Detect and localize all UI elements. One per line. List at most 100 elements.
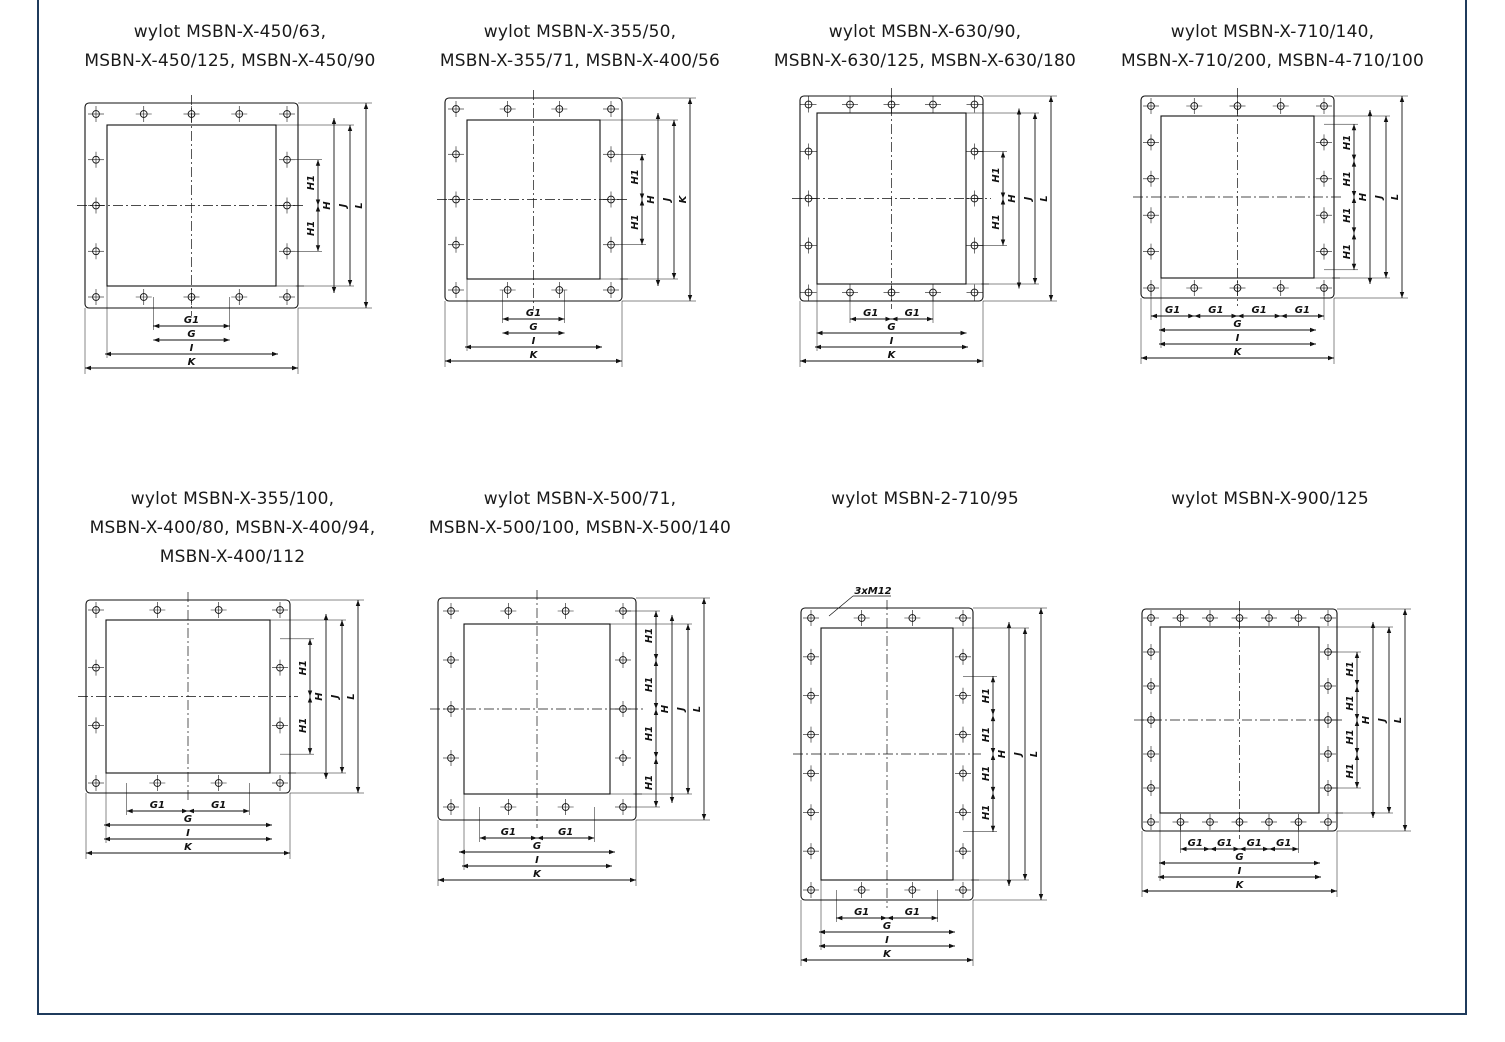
- arrow-head: [816, 330, 823, 336]
- arrow-head: [1318, 313, 1324, 319]
- dimension-label-h1: H1: [981, 727, 992, 742]
- arrow-head: [596, 344, 602, 350]
- outlet-title: wylot MSBN-X-450/63, MSBN-X-450/125, MSB…: [84, 22, 376, 71]
- dimension-label-h1: H1: [991, 214, 1002, 229]
- arrow-head: [459, 849, 465, 855]
- dimension-label-g: G: [887, 322, 895, 333]
- arrow-head: [182, 808, 188, 814]
- dimension-label-h: H: [1358, 192, 1369, 201]
- arrow-head: [819, 929, 825, 935]
- arrow-head: [339, 767, 345, 773]
- arrow-head: [462, 863, 468, 869]
- arrow-head: [1022, 628, 1028, 634]
- arrow-head: [1048, 295, 1054, 301]
- arrow-head: [1032, 113, 1038, 119]
- arrow-head: [331, 287, 337, 293]
- dimension-label-k: K: [530, 350, 539, 361]
- arrow-head: [967, 957, 973, 963]
- arrow-head: [977, 358, 983, 364]
- arrow-head: [465, 344, 471, 350]
- arrow-head: [606, 863, 612, 869]
- outlet-title: wylot MSBN-2-710/95: [831, 489, 1019, 509]
- dimension-label-g1: G1: [1247, 838, 1262, 849]
- arrow-head: [153, 337, 160, 343]
- arrow-head: [669, 797, 675, 803]
- arrow-head: [588, 835, 595, 841]
- arrow-head: [819, 943, 825, 949]
- dimension-label-j: J: [1374, 195, 1385, 201]
- arrow-head: [363, 302, 369, 308]
- arrow-head: [671, 273, 677, 279]
- arrow-head: [1141, 355, 1147, 361]
- callout-label: 3xM12: [854, 586, 891, 597]
- dimension-label-g: G: [529, 322, 537, 333]
- arrow-head: [1354, 720, 1360, 726]
- arrow-head: [1354, 680, 1360, 686]
- arrow-head: [1038, 608, 1044, 614]
- arrow-head: [1399, 96, 1405, 102]
- dimension-label-j: J: [662, 197, 673, 203]
- arrow-head: [1351, 233, 1357, 240]
- arrow-head: [1354, 686, 1360, 692]
- arrow-head: [815, 344, 821, 350]
- arrow-head: [616, 358, 622, 364]
- arrow-head: [558, 330, 565, 336]
- arrow-head: [1386, 627, 1392, 633]
- arrow-head: [1280, 313, 1287, 319]
- arrow-head: [1402, 825, 1408, 831]
- dimension-label-g1: G1: [1188, 838, 1203, 849]
- arrow-head: [1159, 341, 1165, 347]
- outlet-title: wylot MSBN-X-355/100, MSBN-X-400/80, MSB…: [89, 489, 376, 567]
- dimension-label-g1: G1: [905, 308, 920, 319]
- dimension-label-h: H: [1361, 715, 1372, 724]
- arrow-head: [347, 280, 353, 286]
- dimension-label-h1: H1: [644, 775, 655, 790]
- dimension-label-i: I: [535, 855, 539, 866]
- arrow-head: [885, 316, 892, 322]
- dimension-label-k: K: [883, 949, 892, 960]
- dimension-label-j: J: [1023, 196, 1034, 202]
- arrow-head: [1351, 154, 1357, 161]
- arrow-head: [653, 611, 659, 617]
- arrow-head: [266, 836, 272, 842]
- arrow-head: [1354, 748, 1360, 754]
- arrow-head: [363, 103, 369, 109]
- arrow-head: [558, 316, 565, 322]
- arrow-head: [609, 849, 615, 855]
- dimension-label-h1: H1: [1342, 171, 1353, 186]
- arrow-head: [1331, 888, 1337, 894]
- arrow-head: [307, 696, 313, 703]
- arrow-head: [1386, 807, 1392, 813]
- dimension-label-g: G: [187, 329, 195, 340]
- outlet-title: wylot MSBN-X-500/71, MSBN-X-500/100, MSB…: [428, 489, 732, 538]
- arrow-head: [881, 915, 887, 921]
- outlet-title: wylot MSBN-X-900/125: [1171, 489, 1369, 509]
- dimension-label-h: H: [660, 704, 671, 713]
- arrow-head: [701, 598, 707, 604]
- dimension-label-l: L: [692, 706, 703, 712]
- dimension-label-g: G: [1233, 319, 1241, 330]
- arrow-head: [1351, 160, 1357, 167]
- arrow-head: [223, 323, 230, 329]
- arrow-head: [990, 676, 996, 683]
- arrow-head: [990, 792, 996, 799]
- arrow-head: [990, 754, 996, 760]
- arrow-head: [243, 808, 250, 814]
- dimension-label-l: L: [1029, 751, 1040, 757]
- dimension-label-j: J: [330, 694, 341, 700]
- dimension-label-g1: G1: [558, 827, 573, 838]
- dimension-label-h1: H1: [630, 214, 641, 229]
- arrow-head: [1354, 754, 1360, 760]
- arrow-head: [1367, 278, 1373, 284]
- arrow-head: [266, 822, 272, 828]
- arrow-head: [639, 193, 645, 200]
- arrow-head: [685, 624, 691, 630]
- arrow-head: [1006, 880, 1012, 886]
- dimension-label-i: I: [1236, 333, 1240, 344]
- arrow-head: [315, 159, 321, 166]
